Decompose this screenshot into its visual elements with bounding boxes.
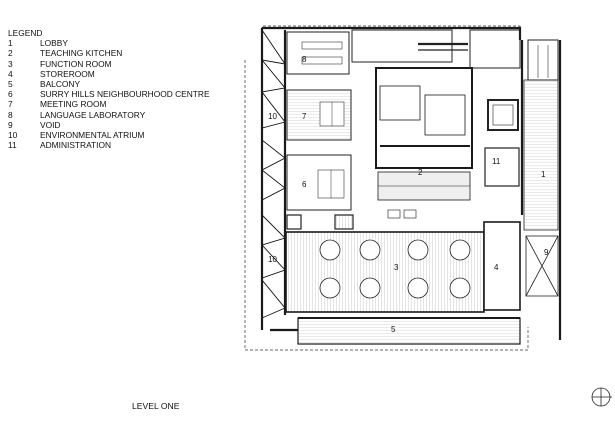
legend-item: 5 BALCONY — [8, 79, 210, 89]
legend-item: 3 FUNCTION ROOM — [8, 59, 210, 69]
central-core — [375, 67, 473, 219]
room-label-7: 7 — [302, 112, 307, 121]
room-label-4: 4 — [494, 263, 499, 272]
language-laboratory — [286, 31, 350, 75]
room-label-8: 8 — [302, 55, 307, 64]
legend-item-number: 3 — [8, 58, 13, 69]
room-label-5: 5 — [391, 325, 396, 334]
balcony — [297, 317, 521, 345]
legend-item: 7 MEETING ROOM — [8, 99, 210, 109]
legend-item: 8 LANGUAGE LABORATORY — [8, 110, 210, 120]
meeting-room — [286, 89, 352, 141]
legend-item-number: 11 — [8, 140, 17, 151]
legend-item-number: 8 — [8, 109, 13, 120]
legend-item-number: 2 — [8, 48, 13, 59]
service-block — [351, 29, 521, 69]
legend-item: 11 ADMINISTRATION — [8, 140, 210, 150]
legend-item-number: 9 — [8, 119, 13, 130]
lobby-stair — [523, 39, 559, 231]
legend-item-number: 4 — [8, 68, 13, 79]
room-label-10-lower: 10 — [268, 255, 277, 264]
room-label-11: 11 — [492, 157, 501, 166]
legend-item: 4 STOREROOM — [8, 69, 210, 79]
room-label-10-upper: 10 — [268, 112, 277, 121]
legend-item-number: 1 — [8, 38, 13, 49]
legend-item-number: 10 — [8, 130, 18, 141]
facade-fins — [261, 28, 286, 319]
legend-item: 10 ENVIRONMENTAL ATRIUM — [8, 130, 210, 140]
function-room — [285, 221, 521, 313]
room-label-3: 3 — [394, 263, 399, 272]
room-label-6: 6 — [302, 180, 307, 189]
legend: LEGEND 1 LOBBY 2 TEACHING KITCHEN 3 FUNCTIO… — [8, 28, 210, 150]
neighbourhood-centre — [286, 154, 354, 230]
legend-item-label: LOBBY — [40, 38, 68, 49]
legend-item-label: FUNCTION ROOM — [40, 58, 112, 69]
legend-item: 9 VOID — [8, 120, 210, 130]
room-label-9: 9 — [544, 248, 549, 257]
legend-item: 1 LOBBY — [8, 38, 210, 48]
administration — [484, 99, 520, 187]
legend-item-label: LANGUAGE LABORATORY — [40, 109, 146, 120]
legend-title: LEGEND — [8, 28, 43, 38]
room-label-2: 2 — [418, 168, 423, 177]
legend-item-label: TEACHING KITCHEN — [40, 48, 123, 59]
legend-item-number: 6 — [8, 89, 13, 100]
legend-item-label: VOID — [40, 119, 61, 130]
plan-title: LEVEL ONE — [132, 401, 180, 411]
north-arrow-icon — [591, 387, 612, 407]
legend-item: 6 SURRY HILLS NEIGHBOURHOOD CENTRE — [8, 89, 210, 99]
legend-item-label: MEETING ROOM — [40, 99, 107, 110]
legend-item-label: ADMINISTRATION — [40, 140, 112, 151]
void — [525, 235, 559, 297]
legend-item-label: SURRY HILLS NEIGHBOURHOOD CENTRE — [40, 89, 210, 100]
round-tables — [319, 239, 471, 299]
legend-item-number: 7 — [8, 99, 13, 110]
legend-item-label: STOREROOM — [40, 68, 95, 79]
room-label-1: 1 — [541, 170, 546, 179]
legend-item-number: 5 — [8, 79, 13, 90]
room-labels: 8 7 10 6 2 11 1 10 3 4 9 5 — [268, 55, 549, 334]
legend-item: 2 TEACHING KITCHEN — [8, 48, 210, 58]
legend-item-label: ENVIRONMENTAL ATRIUM — [40, 130, 145, 141]
legend-item-label: BALCONY — [40, 79, 81, 90]
